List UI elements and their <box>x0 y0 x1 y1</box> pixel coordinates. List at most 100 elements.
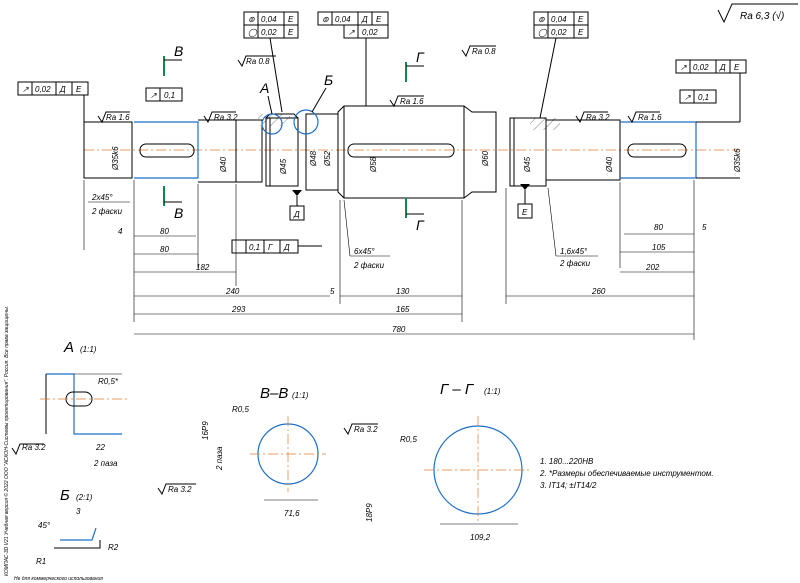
dim-label: 293 <box>231 305 246 314</box>
detail-view-a: А (1:1) R0,5* 22 2 паза Ra 3.2 <box>11 339 130 468</box>
left-journal <box>83 121 133 179</box>
left-bearing-seat <box>265 117 299 187</box>
view-gg-roughness: Ra 3.2 <box>354 425 378 434</box>
frame-value: 0,02 <box>693 63 709 72</box>
dim-label: 80 <box>160 245 169 254</box>
section-mark-g-top: Г <box>416 49 425 65</box>
frame-value: 0,1 <box>698 93 709 102</box>
frame-datum: Г <box>268 243 273 252</box>
view-vv-radius: R0,5 <box>232 405 249 414</box>
dim-label: 80 <box>654 223 663 232</box>
note-2: 2. *Размеры обеспечиваемые инструментом. <box>539 469 714 478</box>
note-3: 3. IT14; ±IT14/2 <box>540 481 597 490</box>
dim-label: 165 <box>396 305 410 314</box>
dim-label: 5 <box>330 287 335 296</box>
roughness-label: Ra 1.6 <box>106 113 130 122</box>
view-gg-dim: 109,2 <box>470 533 491 542</box>
view-a-note: 2 паза <box>93 459 118 468</box>
diameter-label: Ø35k6 <box>111 146 120 171</box>
view-vv-dim: 71,6 <box>284 509 300 518</box>
dimension-lines: 80 80 182 240 5 130 293 165 780 260 202 … <box>83 180 707 340</box>
roughness-label: Ra 0.8 <box>472 47 496 56</box>
section-view-gg: Г – Г (1:1) R0,5 109,2 18P9 Ra 3.2 <box>343 381 532 542</box>
frame-symbol: ↗ <box>684 93 691 102</box>
datum-d: Д <box>293 210 300 219</box>
section-markers: В В Г Г А Б Д Е <box>163 43 533 233</box>
diameter-label: Ø48 <box>309 150 318 167</box>
frame-value: 0,1 <box>249 243 260 252</box>
roughness-label: Ra 1.6 <box>638 113 662 122</box>
diameter-label: Ø35k6 <box>733 148 742 173</box>
frame-symbol: ⊚ <box>248 15 255 24</box>
view-b-scale: (2:1) <box>76 493 93 502</box>
section-view-vv: В–В (1:1) R0,5 71,6 2 паза 16P9 Ra 3.2 <box>157 385 326 518</box>
view-gg-width: 18P9 <box>365 503 374 522</box>
view-a-roughness: Ra 3.2 <box>22 443 46 452</box>
view-gg-title: Г – Г <box>440 381 475 398</box>
roughness-label: Ra 1.6 <box>400 97 424 106</box>
frame-datum: Д <box>59 85 66 94</box>
dim-label: 202 <box>645 263 660 272</box>
roughness-callouts: Ra 1.6 Ra 3.2 Ra 0.8 Ra 1.6 Ra 0.8 Ra 3.… <box>97 45 662 124</box>
view-vv-title: В–В <box>260 385 288 402</box>
frame-datum: Д <box>719 63 726 72</box>
chamfer-label: 2 фаски <box>353 261 385 270</box>
shaft-main-view <box>83 105 740 199</box>
view-gg-radius: R0,5 <box>400 435 417 444</box>
frame-datum: Е <box>76 85 82 94</box>
dim-label: 105 <box>652 243 666 252</box>
frame-value: 0,02 <box>261 28 277 37</box>
right-journal <box>620 121 697 179</box>
diameter-label: Ø45 <box>523 156 532 173</box>
dim-label: 80 <box>160 227 169 236</box>
diameter-label: Ø52 <box>323 150 332 167</box>
frame-symbol: ⊚ <box>322 15 329 24</box>
dim-label: 780 <box>392 325 406 334</box>
dim-label: 240 <box>225 287 240 296</box>
footer-text: Не для коммерческого использования <box>14 576 103 582</box>
frame-value: 0,04 <box>551 15 567 24</box>
dim-label: 4 <box>118 227 123 236</box>
frame-datum: Д <box>361 15 368 24</box>
view-b-title: Б <box>60 487 70 504</box>
view-b-r2: R2 <box>108 543 119 552</box>
chamfer-label: 2x45° <box>91 193 113 202</box>
frame-value: 0,02 <box>362 28 378 37</box>
view-a-title: А <box>63 339 74 356</box>
section-mark-v-top: В <box>174 43 183 59</box>
detail-mark-b: Б <box>324 72 333 88</box>
step-2 <box>198 119 263 183</box>
frame-datum: Е <box>288 15 294 24</box>
right-keyway <box>627 143 687 158</box>
frame-symbol: ⊚ <box>538 15 545 24</box>
center-keyway <box>347 143 455 158</box>
frame-datum: Е <box>376 15 382 24</box>
frame-datum: Е <box>734 63 740 72</box>
view-a-scale: (1:1) <box>80 345 97 354</box>
dim-label: 260 <box>591 287 606 296</box>
diameter-labels: Ø35k6 Ø40 Ø45 Ø48 Ø52 Ø58 Ø60 Ø45 Ø40 Ø3… <box>111 146 742 175</box>
frame-symbol: ↗ <box>680 63 687 72</box>
section-mark-g-bottom: Г <box>416 217 425 233</box>
right-step <box>546 119 621 181</box>
frame-value: 0,02 <box>35 85 51 94</box>
frame-symbol: ↗ <box>22 85 29 94</box>
view-b-dim: 3 <box>76 507 81 516</box>
left-keyway <box>139 143 195 158</box>
dim-label: 5 <box>702 223 707 232</box>
frame-symbol: ↗ <box>348 28 355 37</box>
frame-datum: Е <box>578 15 584 24</box>
general-roughness-text: Ra 6,3 (√) <box>740 10 784 22</box>
frame-datum: Е <box>288 28 294 37</box>
view-vv-width: 16P9 <box>201 421 210 440</box>
dim-label: 130 <box>396 287 410 296</box>
view-b-angle: 45° <box>38 521 51 530</box>
dim-label: 182 <box>196 263 210 272</box>
chamfer-label: 1,6x45° <box>560 247 588 256</box>
diameter-label: Ø60 <box>481 150 490 167</box>
frame-value: 0,1 <box>164 91 175 100</box>
side-license-text: КОМПАС-3D V21 Учебная версия © 2022 ООО … <box>3 306 10 576</box>
frame-datum: Д <box>283 243 290 252</box>
roughness-label: Ra 3.2 <box>214 113 238 122</box>
